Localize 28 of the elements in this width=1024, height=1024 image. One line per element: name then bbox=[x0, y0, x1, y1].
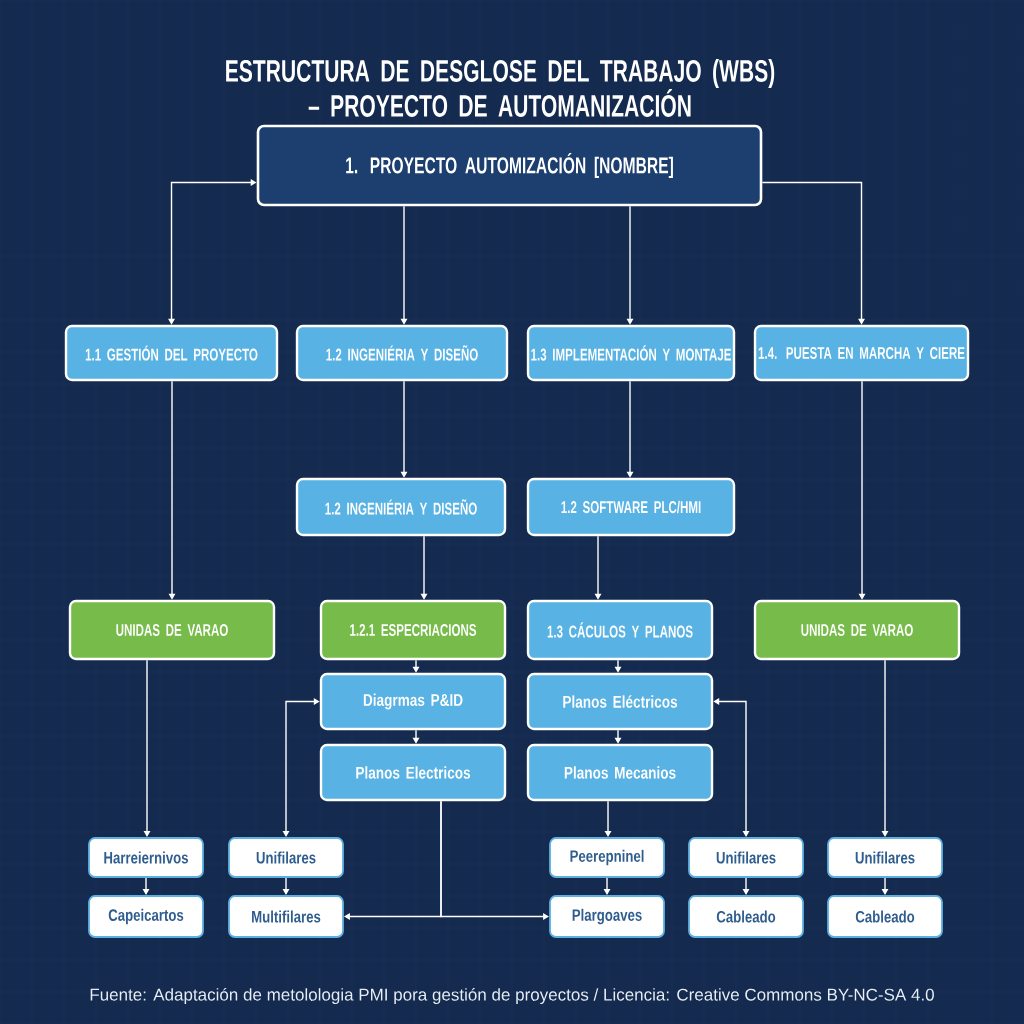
deliverable-box: Unifilares bbox=[228, 837, 344, 878]
deliverable-box: Cableado bbox=[688, 895, 804, 938]
phase-box: 1.2 INGENIÉRIA Y DISEÑO bbox=[295, 477, 507, 537]
source-note: Fuente: Adaptación de metolologia PMI pora gestión de proyectos / Licencia: Creative Commons BY-NC-SA 4.0 bbox=[90, 988, 934, 1005]
deliverable-box: Unifilares bbox=[827, 837, 943, 878]
package-box: UNIDAS DE VARAO bbox=[68, 599, 276, 661]
phase-box: 1.1 GESTIÓN DEL PROYECTO bbox=[64, 324, 279, 382]
arrow bbox=[761, 181, 865, 325]
root-box: 1. PROYECTO AUTOMIZACIÓN [NOMBRE] bbox=[256, 124, 763, 207]
phase-box: 1.3 CÁCULOS Y PLANOS bbox=[526, 599, 714, 661]
deliverable-box: Multifilares bbox=[228, 895, 344, 938]
task-box: Diagrmas P&ID bbox=[319, 672, 507, 731]
phase-box: 1.2 SOFTWARE PLC/HMI bbox=[526, 477, 736, 537]
deliverable-box: Capeicartos bbox=[88, 895, 204, 938]
package-box: 1.2.1 ESPECRIACIONS bbox=[319, 599, 507, 661]
deliverable-box: Unifilares bbox=[688, 837, 804, 878]
title: ESTRUCTURA DE DESGLOSE DEL TRABAJO (WBS) – PROYECTO DE AUTOMANIZACIÓN bbox=[226, 59, 775, 117]
task-box: Planos Mecanios bbox=[526, 743, 714, 802]
phase-box: 1.3 IMPLEMENTACIÓN Y MONTAJE bbox=[526, 324, 736, 382]
task-box: Planos Eléctricos bbox=[526, 672, 714, 731]
deliverable-box: Harreiernivos bbox=[88, 837, 204, 878]
deliverable-box: Plargoaves bbox=[549, 895, 665, 938]
phase-box: 1.4. PUESTA EN MARCHA Y CIERE bbox=[753, 324, 970, 382]
deliverable-box: Peerepninel bbox=[549, 837, 665, 878]
deliverable-box: Cableado bbox=[827, 895, 943, 938]
task-box: Planos Electricos bbox=[319, 743, 507, 802]
package-box: UNIDAS DE VARAO bbox=[753, 599, 961, 661]
phase-box: 1.2 INGENIÉRIA Y DISEÑO bbox=[295, 324, 509, 382]
